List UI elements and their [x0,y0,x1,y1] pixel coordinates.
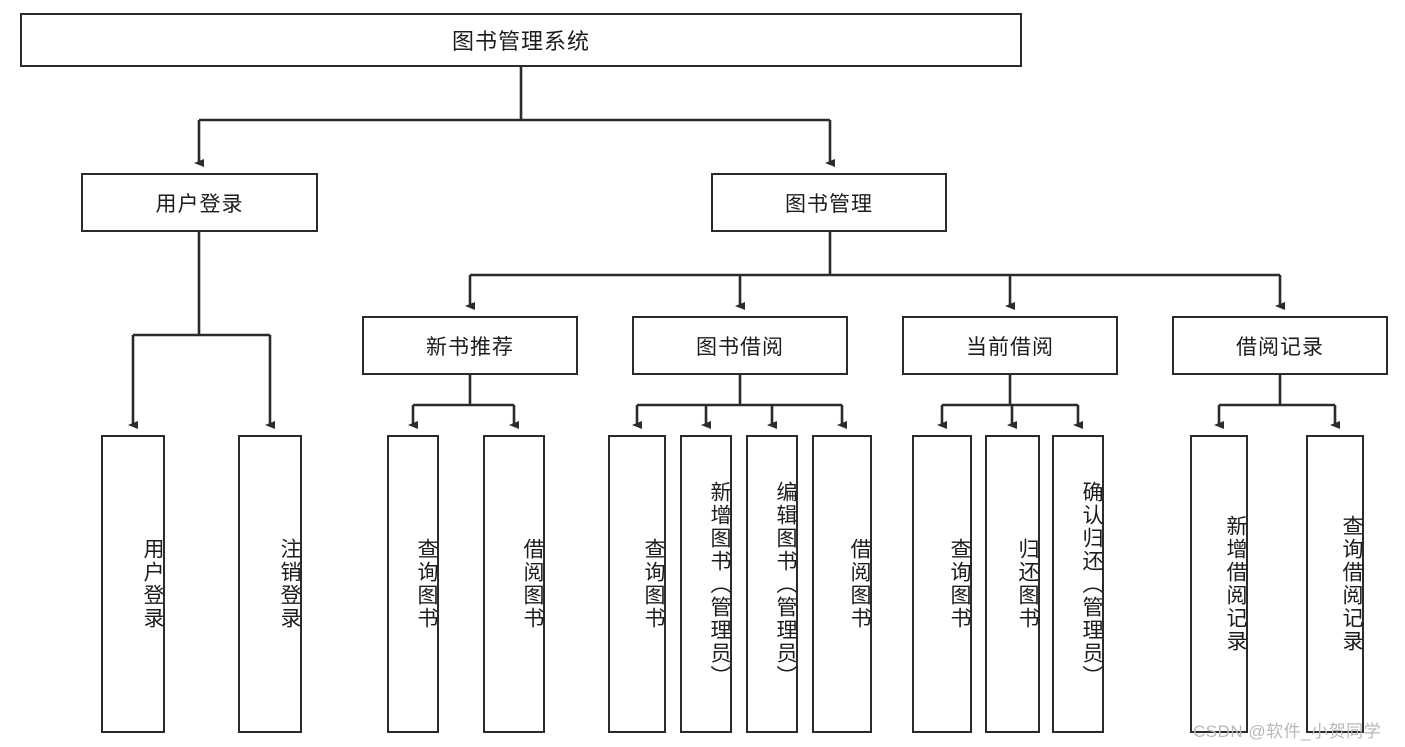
node-root-system[interactable]: 图书管理系统 [20,13,1022,67]
leaf-confirm-return-admin[interactable]: 确认归还（管理员） [1052,435,1104,733]
leaf-query-borrow-record[interactable]: 查询借阅记录 [1306,435,1364,733]
leaf-label: 新增借阅记录 [1224,515,1247,653]
leaf-label: 新增图书（管理员） [708,480,731,688]
node-label: 当前借阅 [966,335,1054,359]
node-new-book-recommend[interactable]: 新书推荐 [362,316,578,375]
leaf-edit-book-admin[interactable]: 编辑图书（管理员） [746,435,798,733]
node-borrow-record[interactable]: 借阅记录 [1172,316,1388,375]
node-book-management[interactable]: 图书管理 [711,173,947,232]
leaf-add-borrow-record[interactable]: 新增借阅记录 [1190,435,1248,733]
leaf-logout[interactable]: 注销登录 [238,435,302,733]
leaf-user-login[interactable]: 用户登录 [101,435,165,733]
node-label: 新书推荐 [426,335,514,359]
watermark-text: CSDN @软件_小贺同学 [1193,722,1382,741]
leaf-query-book-newbook[interactable]: 查询图书 [387,435,439,733]
leaf-label: 用户登录 [141,538,164,630]
node-label: 图书管理 [785,192,873,216]
leaf-add-book-admin[interactable]: 新增图书（管理员） [680,435,732,733]
node-label: 借阅记录 [1236,335,1324,359]
node-current-borrow[interactable]: 当前借阅 [902,316,1118,375]
node-root-label: 图书管理系统 [451,29,590,54]
leaf-label: 归还图书 [1016,538,1039,630]
leaf-borrow-book-newbook[interactable]: 借阅图书 [483,435,545,733]
leaf-return-book[interactable]: 归还图书 [985,435,1040,733]
leaf-label: 借阅图书 [521,538,544,630]
leaf-query-book-borrow[interactable]: 查询图书 [608,435,666,733]
leaf-label: 借阅图书 [848,538,871,630]
node-label: 用户登录 [155,192,244,216]
leaf-label: 注销登录 [278,538,301,630]
leaf-label: 确认归还（管理员） [1080,480,1103,688]
leaf-label: 查询图书 [415,538,438,630]
leaf-query-book-current[interactable]: 查询图书 [912,435,972,733]
node-label: 图书借阅 [696,335,784,359]
leaf-label: 查询借阅记录 [1340,515,1363,653]
node-user-login[interactable]: 用户登录 [81,173,318,232]
node-book-borrow[interactable]: 图书借阅 [632,316,848,375]
leaf-label: 编辑图书（管理员） [774,480,797,688]
leaf-label: 查询图书 [642,538,665,630]
leaf-lend-book[interactable]: 借阅图书 [812,435,872,733]
leaf-label: 查询图书 [948,538,971,630]
csdn-watermark: CSDN @软件_小贺同学 [1193,717,1381,742]
